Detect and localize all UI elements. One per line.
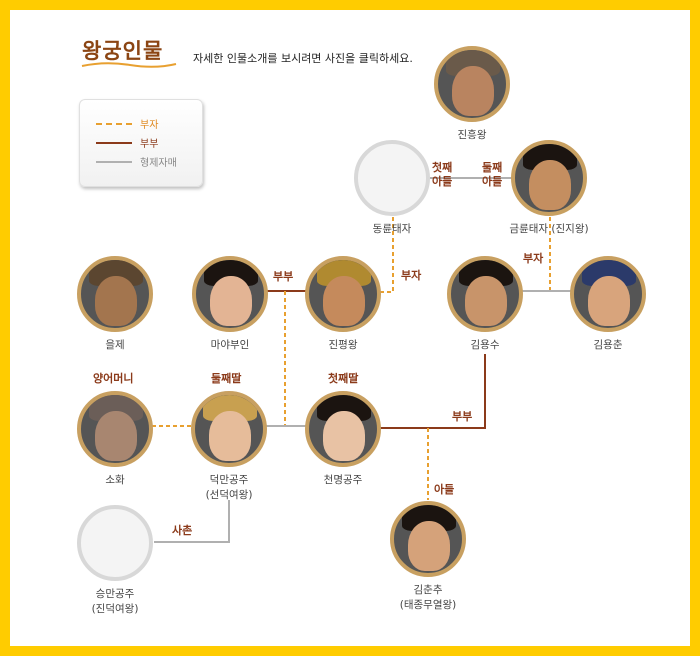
portrait-kimchunchu[interactable] bbox=[390, 501, 466, 577]
father-line-dongnyun-jinpyeong bbox=[378, 217, 394, 293]
person-euljae[interactable]: 을제 bbox=[55, 256, 175, 353]
portrait-dongnyun-placeholder[interactable] bbox=[354, 140, 430, 216]
relation-spouse-1: 부부 bbox=[273, 270, 294, 283]
legend-sibling: 형제자매 bbox=[96, 154, 177, 169]
title-underline bbox=[81, 62, 177, 68]
name-sohwa: 소화 bbox=[105, 474, 125, 486]
relation-cousin: 사촌 bbox=[172, 524, 193, 537]
relation-first-son-line1: 첫째 bbox=[432, 161, 453, 174]
name-kimyongchun: 김용춘 bbox=[593, 339, 623, 351]
person-geumnyun[interactable]: 금륜태자 (진지왕) bbox=[489, 140, 609, 237]
name-kimyongsu: 김용수 bbox=[470, 339, 500, 351]
person-jinheung[interactable]: 진흥왕 bbox=[412, 46, 532, 143]
portrait-kimyongchun[interactable] bbox=[570, 256, 646, 332]
legend-father-child-label: 부자 bbox=[140, 120, 159, 131]
portrait-deokman[interactable] bbox=[191, 391, 267, 467]
relation-second-son-line2: 아들 bbox=[482, 175, 503, 188]
portrait-geumnyun[interactable] bbox=[511, 140, 587, 216]
person-kimyongsu[interactable]: 김용수 bbox=[425, 256, 545, 353]
name-euljae: 을제 bbox=[105, 339, 125, 351]
spouse-line-sample bbox=[96, 141, 132, 144]
name-cheonmyeong: 천명공주 bbox=[323, 474, 363, 486]
relation-father-child-1: 부자 bbox=[401, 269, 422, 282]
person-kimchunchu[interactable]: 김춘추 (태종무열왕) bbox=[368, 501, 488, 613]
person-seungman[interactable]: 승만공주 (진덕여왕) bbox=[55, 505, 175, 617]
relation-spouse-2: 부부 bbox=[452, 410, 473, 423]
relation-second-son-line1: 둘째 bbox=[482, 161, 503, 174]
person-kimyongchun[interactable]: 김용춘 bbox=[548, 256, 668, 353]
portrait-kimyongsu[interactable] bbox=[447, 256, 523, 332]
relation-adoptive-mother: 양어머니 bbox=[93, 372, 134, 385]
page-title: 왕궁인물 bbox=[82, 38, 164, 63]
person-maya[interactable]: 마야부인 bbox=[170, 256, 290, 353]
legend-spouse: 부부 bbox=[96, 135, 158, 150]
sibling-line-sample bbox=[96, 160, 132, 163]
sibling-line-deokman-seungman bbox=[154, 500, 230, 543]
person-cheonmyeong[interactable]: 천명공주 bbox=[283, 391, 403, 488]
spouse-line-cheonmyeong-yongsu bbox=[380, 354, 486, 429]
name-jinpyeong: 진평왕 bbox=[328, 339, 358, 351]
name-deokman: 덕만공주 (선덕여왕) bbox=[205, 474, 253, 501]
name-jinheung: 진흥왕 bbox=[457, 129, 487, 141]
portrait-euljae[interactable] bbox=[77, 256, 153, 332]
father-child-line-sample bbox=[96, 122, 132, 125]
relation-first-son-line2: 아들 bbox=[432, 175, 453, 188]
portrait-jinheung[interactable] bbox=[434, 46, 510, 122]
relation-son: 아들 bbox=[434, 483, 455, 496]
portrait-seungman-placeholder[interactable] bbox=[77, 505, 153, 581]
legend: 부자 부부 형제자매 bbox=[79, 99, 203, 187]
person-dongnyun[interactable]: 동륜태자 bbox=[332, 140, 452, 237]
portrait-maya[interactable] bbox=[192, 256, 268, 332]
relation-first-daughter: 첫째딸 bbox=[328, 372, 359, 385]
person-sohwa[interactable]: 소화 bbox=[55, 391, 175, 488]
name-maya: 마야부인 bbox=[210, 339, 250, 351]
name-seungman: 승만공주 (진덕여왕) bbox=[91, 588, 139, 615]
person-deokman[interactable]: 덕만공주 (선덕여왕) bbox=[169, 391, 289, 503]
name-kimchunchu: 김춘추 (태종무열왕) bbox=[399, 584, 457, 611]
portrait-cheonmyeong[interactable] bbox=[305, 391, 381, 467]
name-geumnyun: 금륜태자 (진지왕) bbox=[509, 223, 589, 235]
legend-father-child: 부자 bbox=[96, 116, 158, 131]
legend-sibling-label: 형제자매 bbox=[140, 158, 177, 169]
relation-second-daughter: 둘째딸 bbox=[211, 372, 242, 385]
relation-father-child-2: 부자 bbox=[523, 252, 544, 265]
name-dongnyun: 동륜태자 bbox=[372, 223, 412, 235]
person-jinpyeong[interactable]: 진평왕 bbox=[283, 256, 403, 353]
portrait-jinpyeong[interactable] bbox=[305, 256, 381, 332]
portrait-sohwa[interactable] bbox=[77, 391, 153, 467]
instruction-text: 자세한 인물소개를 보시려면 사진을 클릭하세요. bbox=[193, 52, 413, 65]
legend-spouse-label: 부부 bbox=[140, 139, 159, 150]
